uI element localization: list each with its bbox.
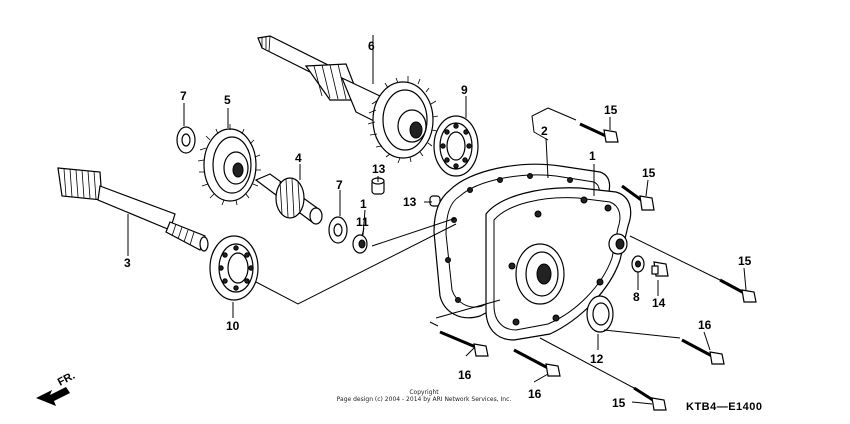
callout-labels: 6 7 5 9 15 2 4 1 13 15 7 13 1 11 3 15 8 … <box>124 39 752 410</box>
dowel-pin-13-right[interactable] <box>429 195 441 207</box>
callout-15-b: 15 <box>642 166 656 180</box>
countershaft-6[interactable] <box>257 35 439 164</box>
callout-15-a: 15 <box>604 103 618 117</box>
callout-12: 12 <box>590 352 604 366</box>
callout-15-d: 15 <box>612 396 626 410</box>
callout-15-c: 15 <box>738 254 752 268</box>
callout-7-upper: 7 <box>180 89 187 103</box>
callout-4: 4 <box>295 151 302 165</box>
front-direction-arrow: FR. <box>36 370 77 406</box>
bolt-15-d[interactable] <box>633 386 667 411</box>
diagram-code: KTB4—E1400 <box>686 401 763 413</box>
transmission-cover-1[interactable] <box>485 187 632 341</box>
callout-5: 5 <box>224 93 231 107</box>
callout-16-c: 16 <box>698 318 712 332</box>
copyright-line-2: Page design (c) 2004 - 2014 by ARI Netwo… <box>337 396 512 403</box>
callout-13-lower: 13 <box>403 195 417 209</box>
callout-14: 14 <box>652 296 666 310</box>
drain-bolt-14[interactable] <box>651 261 669 277</box>
callout-11: 11 <box>356 215 369 229</box>
bolt-15-c[interactable] <box>719 278 757 303</box>
callout-16-b: 16 <box>528 387 542 401</box>
washer-8[interactable] <box>631 255 645 273</box>
callout-9: 9 <box>461 83 468 97</box>
shaft-gear-4[interactable] <box>254 173 323 225</box>
front-direction-label: FR. <box>56 370 77 389</box>
callout-2: 2 <box>541 124 548 138</box>
callout-6: 6 <box>368 39 375 53</box>
callout-8: 8 <box>633 290 640 304</box>
callout-1-upper: 1 <box>589 149 596 163</box>
bearing-9[interactable] <box>433 115 479 177</box>
callout-16-a: 16 <box>458 368 472 382</box>
bolt-16-a[interactable] <box>439 330 489 357</box>
washer-7-upper[interactable] <box>176 126 196 154</box>
callout-1-lower: 1 <box>360 197 367 211</box>
bushing-11[interactable] <box>352 234 368 254</box>
dowel-pin-13-left[interactable] <box>371 177 385 195</box>
bolt-15-b[interactable] <box>621 184 655 211</box>
oil-seal-12[interactable] <box>586 295 614 333</box>
callout-13-upper: 13 <box>372 162 386 176</box>
drive-shaft-3[interactable] <box>57 167 209 252</box>
bolt-16-c[interactable] <box>681 338 725 365</box>
callout-7-lower: 7 <box>336 178 343 192</box>
bolt-16-b[interactable] <box>513 348 561 377</box>
bearing-10[interactable] <box>209 235 259 301</box>
callout-10: 10 <box>226 319 240 333</box>
bolt-15-a[interactable] <box>579 122 619 143</box>
callout-3: 3 <box>124 256 131 270</box>
gear-5[interactable] <box>197 124 261 206</box>
washer-7-lower[interactable] <box>328 216 348 244</box>
copyright-line-1: Copyright <box>409 389 439 396</box>
leader-lines <box>127 35 747 405</box>
